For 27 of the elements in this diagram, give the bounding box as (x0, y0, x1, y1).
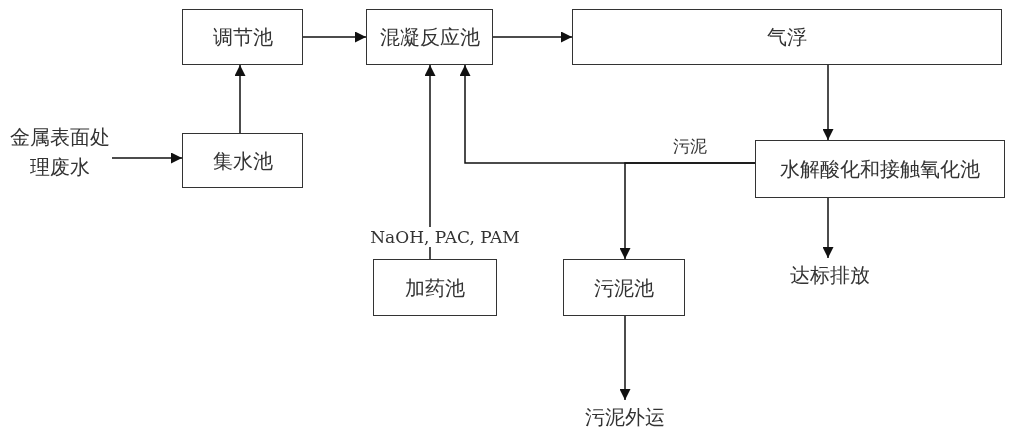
edge-label: NaOH, PAC, PAM (368, 227, 522, 247)
box-label: 调节池 (212, 24, 273, 51)
process-box (182, 133, 303, 188)
box-label: 加药池 (405, 274, 465, 302)
process-box (572, 9, 1002, 65)
process-box (563, 259, 685, 316)
arrow (619, 162, 756, 260)
arrow (302, 31, 367, 43)
arrow (492, 31, 573, 43)
output-label: 污泥外运 (585, 404, 665, 431)
arrow (822, 64, 834, 141)
arrow (234, 64, 246, 134)
process-box (373, 259, 497, 316)
box-label: 集水池 (212, 147, 273, 175)
arrow (822, 197, 834, 259)
process-box (755, 140, 1005, 198)
arrow (111, 152, 183, 164)
source-label: 金属表面处理废水 (9, 124, 111, 181)
arrow (619, 315, 631, 401)
process-box (366, 9, 493, 65)
output-label: 达标排放 (790, 262, 870, 289)
box-label: 污泥池 (594, 274, 654, 302)
box-label: 混凝反应池 (379, 24, 480, 51)
box-label: 气浮 (767, 24, 807, 51)
arrow (424, 64, 436, 260)
process-box (182, 9, 303, 65)
box-label: 水解酸化和接触氧化池 (780, 156, 980, 183)
